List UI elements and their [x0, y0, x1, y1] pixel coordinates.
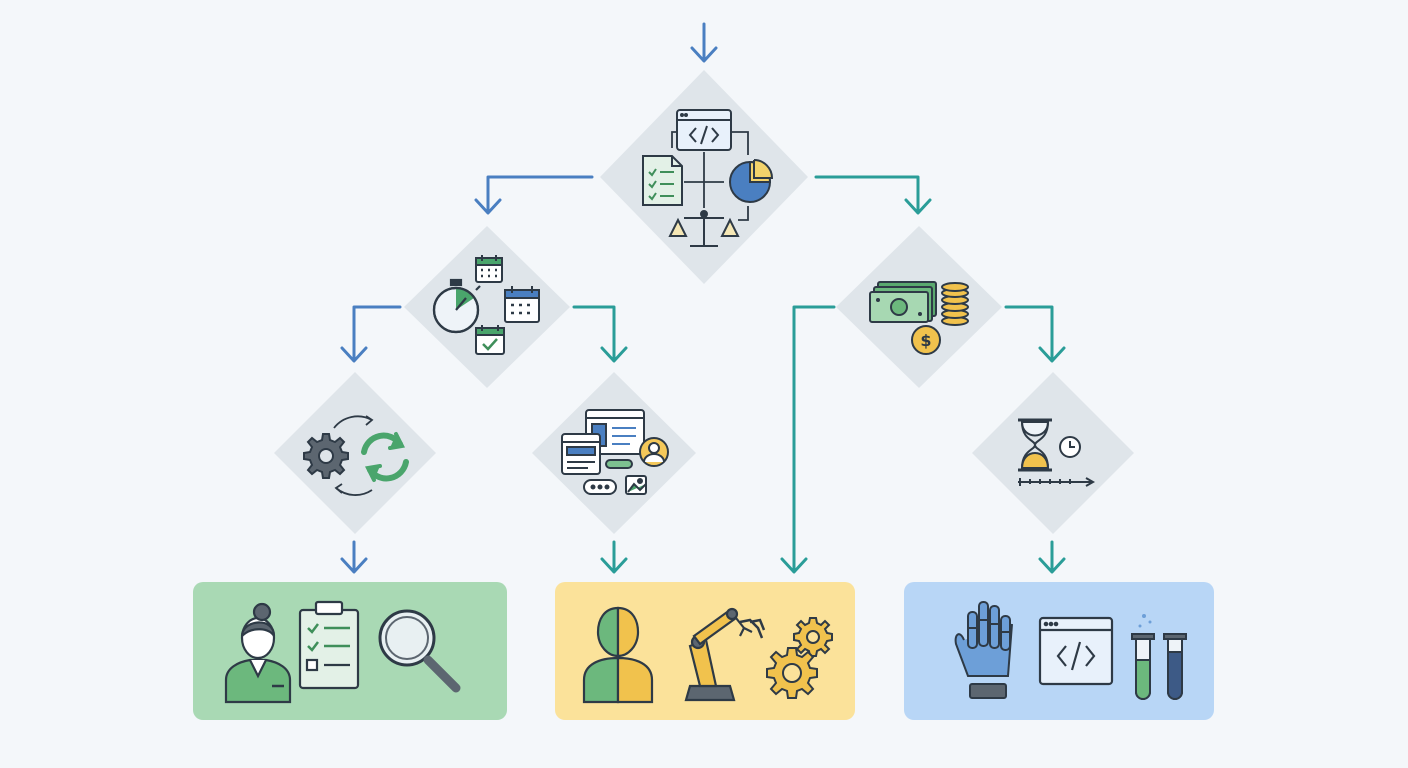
calendar-icon	[504, 286, 540, 323]
outcome-hybrid	[555, 582, 855, 720]
hourglass-icon	[1018, 418, 1052, 472]
code-window-icon	[1038, 616, 1114, 686]
clipboard-checklist-icon	[298, 600, 360, 690]
calendar-icon	[475, 255, 503, 283]
ui-layout-icon	[561, 409, 645, 475]
timeline-ruler-icon	[1018, 477, 1096, 487]
decision-root	[600, 70, 808, 284]
decision-interface	[532, 372, 696, 534]
edge-time-to-interface	[572, 305, 628, 363]
edge-root-to-budget	[814, 175, 932, 215]
person-icon	[224, 602, 292, 704]
image-icon	[625, 475, 647, 495]
edge-process-to-outcome-manual	[340, 540, 368, 574]
test-tubes-icon	[1131, 614, 1187, 700]
robot-hand-icon	[954, 601, 1013, 699]
stopwatch-icon	[432, 278, 481, 334]
edge-budget-to-outcome-hybrid	[780, 305, 836, 574]
cash-stack-icon	[869, 281, 937, 323]
password-field-icon	[583, 479, 617, 495]
edge-root-to-time	[474, 175, 594, 215]
robot-arm-icon	[684, 607, 766, 702]
pie-chart-icon	[729, 159, 774, 203]
calendar-check-icon	[475, 325, 505, 355]
dollar-coin-icon: $	[911, 325, 941, 355]
gear-icon	[303, 433, 349, 479]
coin-stack-icon	[941, 282, 969, 326]
gears-icon	[766, 617, 833, 699]
edge-time-to-process	[340, 305, 402, 363]
decision-timeline	[972, 372, 1134, 534]
clock-icon	[1059, 436, 1081, 458]
magnifier-icon	[378, 609, 461, 693]
balance-scale-icon	[668, 210, 740, 247]
edge-interface-to-outcome-hybrid	[600, 540, 628, 574]
user-avatar-icon	[639, 437, 669, 467]
checklist-icon	[642, 155, 683, 206]
ui-slider-bar	[605, 459, 633, 469]
outcome-automated	[904, 582, 1214, 720]
decision-process	[274, 372, 436, 534]
flow-arrows	[671, 131, 749, 221]
refresh-icon	[361, 432, 409, 482]
cycle-arrows-icon	[333, 415, 374, 496]
decision-budget: $	[836, 226, 1002, 388]
edge-entry-to-root	[690, 22, 718, 63]
outcome-manual	[193, 582, 507, 720]
edge-timeline-to-outcome-automated	[1038, 540, 1066, 574]
edges	[340, 22, 1066, 574]
svg-text:$: $	[920, 331, 931, 350]
half-person-icon	[582, 606, 654, 704]
decision-time	[404, 226, 570, 388]
code-window-icon	[676, 109, 732, 151]
edge-budget-to-timeline	[1004, 305, 1066, 363]
